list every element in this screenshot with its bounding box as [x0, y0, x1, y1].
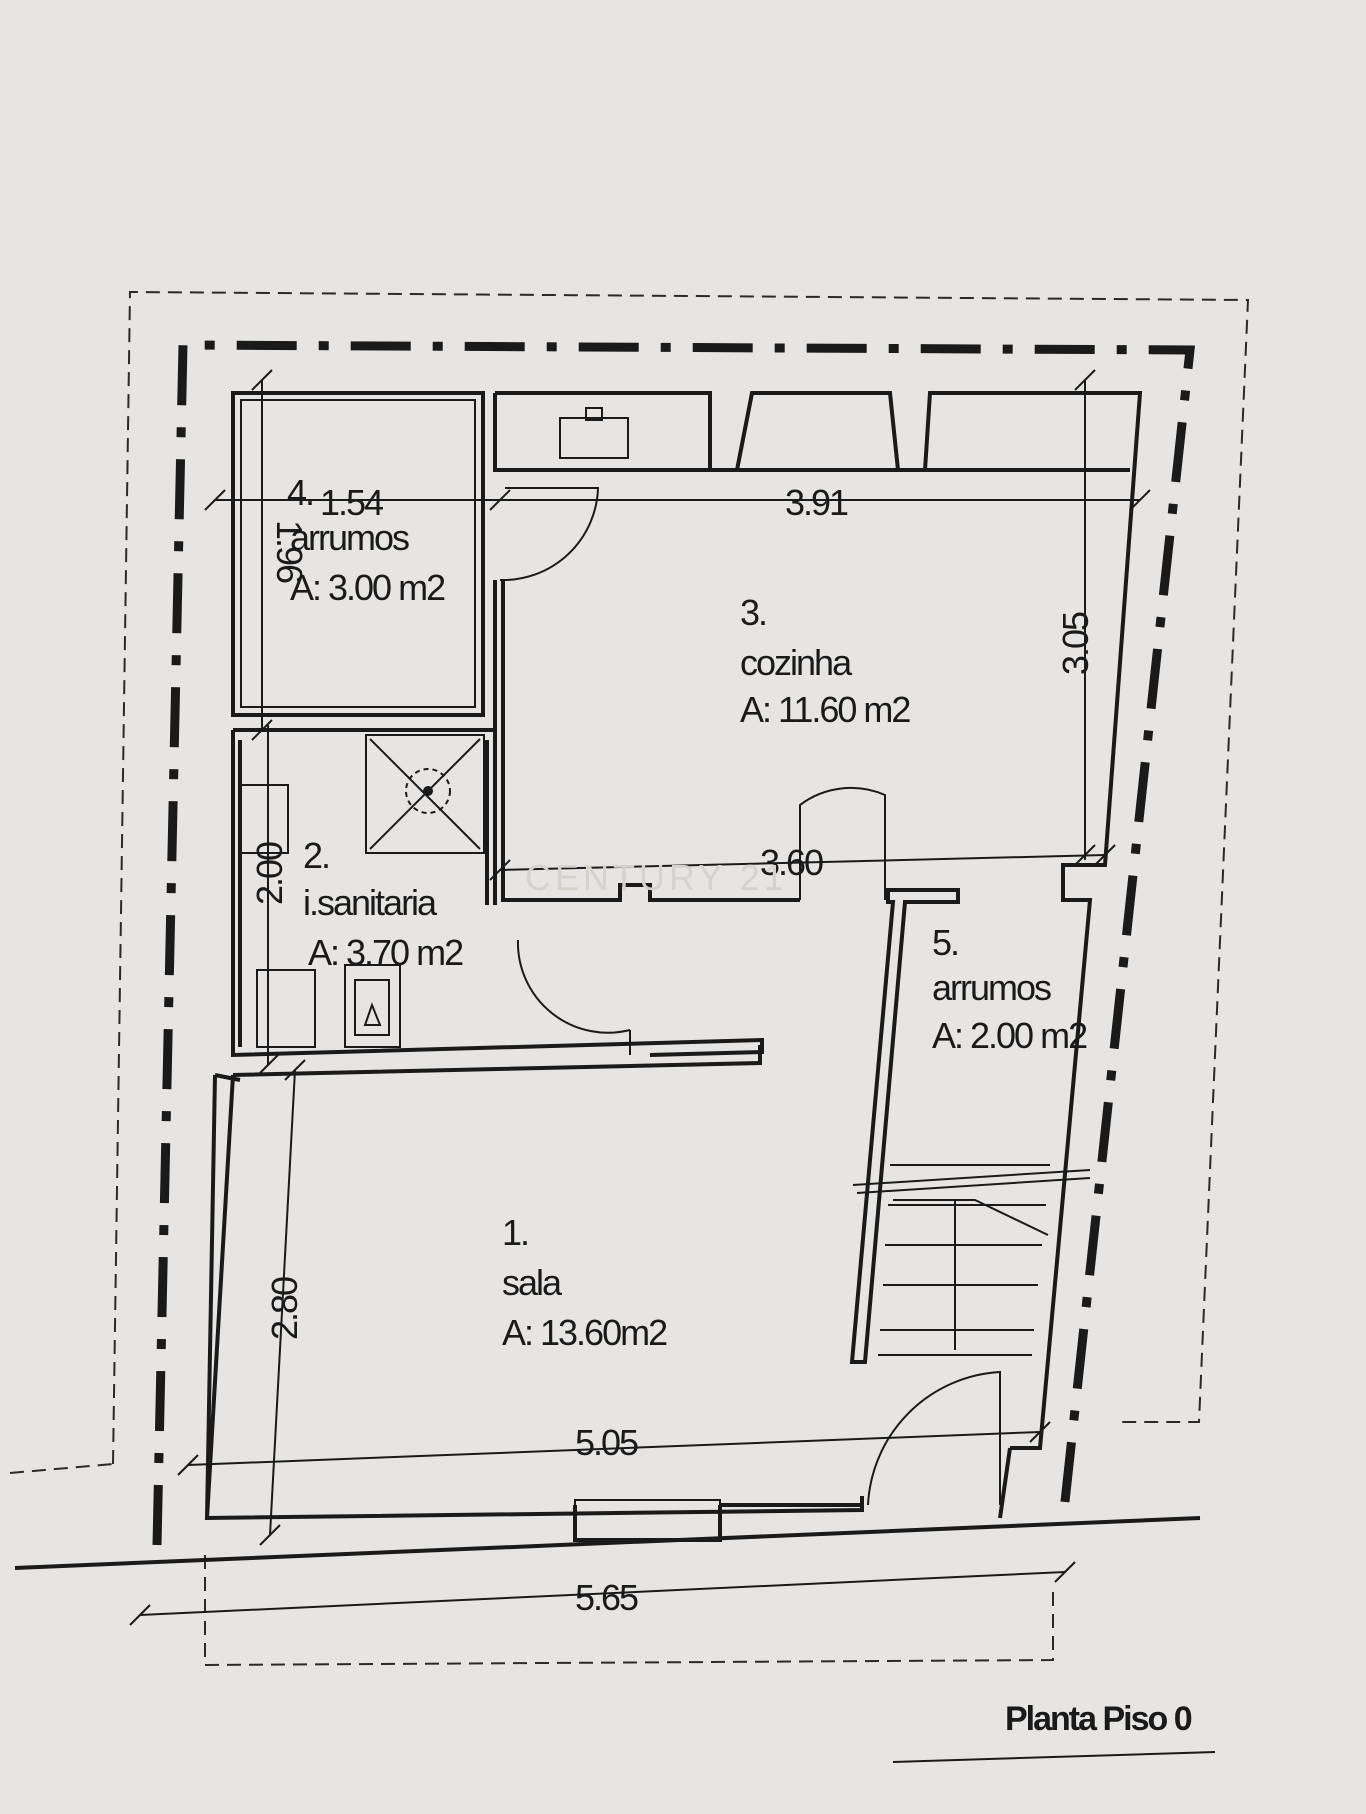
building-outline	[152, 340, 1196, 1546]
dim-5-05: 5.05	[575, 1422, 638, 1463]
room-4-name: arrumos	[290, 517, 409, 558]
room-5-name: arrumos	[932, 967, 1051, 1008]
plan-title: Planta Piso 0	[1005, 1700, 1192, 1738]
dim-2-00: 2.00	[249, 842, 290, 905]
room-4-area: A: 3.00 m2	[290, 567, 445, 608]
ground-line	[14, 1516, 1201, 1570]
wall-storage-4-inner	[240, 399, 476, 708]
room-1-area: A: 13.60m2	[502, 1312, 667, 1353]
room-5-number: 5.	[932, 922, 958, 963]
water-heater	[256, 969, 316, 1048]
room-4-number: 4.	[287, 472, 313, 513]
dim-1-54: 1.54	[320, 482, 383, 523]
washbasin	[239, 784, 289, 854]
lot-boundary	[9, 290, 1250, 1667]
title-underline	[892, 1751, 1216, 1763]
dim-3-60: 3.60	[760, 842, 823, 883]
wall-storage-4	[231, 391, 485, 717]
dim-3-05: 3.05	[1055, 612, 1096, 675]
dim-1-96: 1.96	[269, 520, 310, 583]
dim-2-80: 2.80	[264, 1277, 305, 1340]
bathroom-door-swing	[516, 939, 631, 1034]
room-3-number: 3.	[740, 592, 766, 633]
wall-kitchen	[493, 391, 1143, 1450]
room-1-name: sala	[502, 1262, 563, 1303]
watermark: CENTURY 21	[525, 857, 788, 898]
shower	[365, 734, 485, 854]
kitchen-door-swing	[799, 786, 886, 900]
wall-storage-5	[849, 888, 960, 1364]
room-2-area: A: 3.70 m2	[308, 932, 463, 973]
wall-living	[204, 1045, 1012, 1542]
room-2-number: 2.	[303, 835, 329, 876]
room-3-name: cozinha	[740, 642, 853, 683]
dim-3-91: 3.91	[785, 482, 848, 523]
room-3-area: A: 11.60 m2	[740, 689, 910, 730]
room-2-name: i.sanitaria	[303, 882, 438, 923]
room-1-number: 1.	[502, 1212, 528, 1253]
room-5-area: A: 2.00 m2	[932, 1015, 1087, 1056]
stair	[852, 1164, 1091, 1356]
window-living	[574, 1499, 721, 1541]
dim-5-65: 5.65	[575, 1577, 638, 1618]
storage-4-door-swing	[499, 487, 600, 582]
dimension-lines	[129, 369, 1151, 1626]
toilet	[344, 964, 401, 1048]
kitchen-sink	[559, 417, 629, 459]
entrance-door-swing	[867, 1370, 1001, 1506]
shower-drain	[405, 768, 451, 814]
